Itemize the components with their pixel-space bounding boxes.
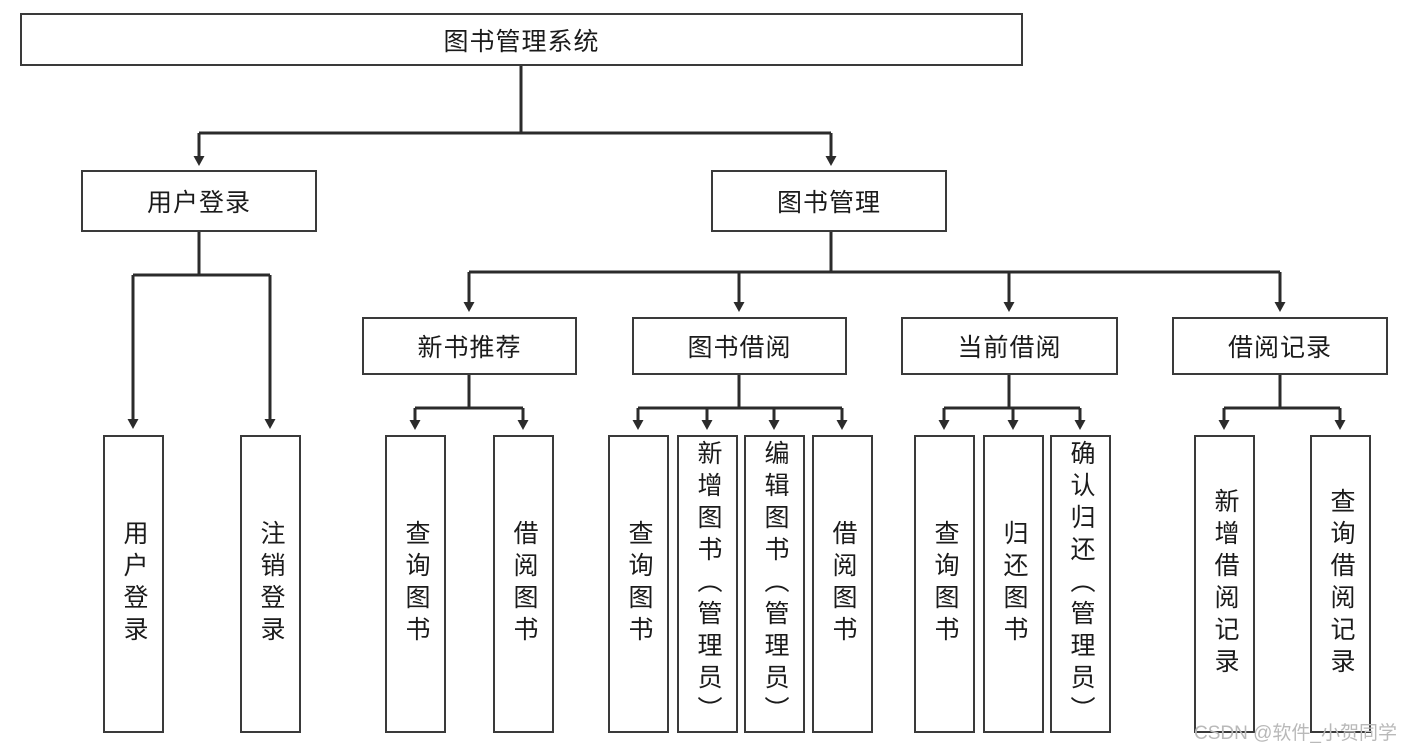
- node-label: 查询借阅记录: [1327, 488, 1355, 680]
- node-label: 查询图书: [931, 520, 959, 648]
- node-root-system[interactable]: 图书管理系统: [20, 13, 1023, 66]
- leaf-user-login-login[interactable]: 用户登录: [103, 435, 164, 733]
- node-label: 图书借阅: [687, 334, 792, 362]
- node-label: 注销登录: [257, 520, 285, 648]
- node-new-book-recommend[interactable]: 新书推荐: [362, 317, 577, 375]
- node-borrow-record[interactable]: 借阅记录: [1172, 317, 1388, 375]
- leaf-current-borrow-query[interactable]: 查询图书: [914, 435, 975, 733]
- leaf-book-borrow-borrow[interactable]: 借阅图书: [812, 435, 873, 733]
- node-label: 查询图书: [402, 520, 430, 648]
- node-label: 借阅记录: [1227, 334, 1332, 362]
- node-label: 新书推荐: [417, 334, 522, 362]
- node-book-management[interactable]: 图书管理: [711, 170, 947, 232]
- node-book-borrow[interactable]: 图书借阅: [632, 317, 847, 375]
- node-label: 用户登录: [120, 520, 148, 648]
- leaf-borrow-record-query[interactable]: 查询借阅记录: [1310, 435, 1371, 733]
- node-label: 图书管理系统: [443, 27, 600, 56]
- node-label: 归还图书: [1000, 520, 1028, 648]
- leaf-user-login-logout[interactable]: 注销登录: [240, 435, 301, 733]
- node-label: 图书管理: [776, 189, 881, 217]
- node-current-borrow[interactable]: 当前借阅: [901, 317, 1118, 375]
- node-label: 新增图书（管理员）: [694, 440, 722, 728]
- node-label: 新增借阅记录: [1211, 488, 1239, 680]
- node-label: 借阅图书: [829, 520, 857, 648]
- csdn-watermark: CSDN @软件_小贺同学: [1194, 723, 1397, 744]
- node-user-login[interactable]: 用户登录: [81, 170, 317, 232]
- leaf-current-borrow-confirm-return[interactable]: 确认归还（管理员）: [1050, 435, 1111, 733]
- leaf-book-borrow-edit[interactable]: 编辑图书（管理员）: [744, 435, 805, 733]
- node-label: 借阅图书: [510, 520, 538, 648]
- node-label: 编辑图书（管理员）: [761, 440, 789, 728]
- leaf-new-book-borrow[interactable]: 借阅图书: [493, 435, 554, 733]
- node-label: 查询图书: [625, 520, 653, 648]
- leaf-book-borrow-add[interactable]: 新增图书（管理员）: [677, 435, 738, 733]
- leaf-new-book-query[interactable]: 查询图书: [385, 435, 446, 733]
- node-label: 用户登录: [146, 189, 251, 217]
- leaf-borrow-record-add[interactable]: 新增借阅记录: [1194, 435, 1255, 733]
- leaf-current-borrow-return[interactable]: 归还图书: [983, 435, 1044, 733]
- leaf-book-borrow-query[interactable]: 查询图书: [608, 435, 669, 733]
- node-label: 确认归还（管理员）: [1067, 440, 1095, 728]
- node-label: 当前借阅: [957, 334, 1062, 362]
